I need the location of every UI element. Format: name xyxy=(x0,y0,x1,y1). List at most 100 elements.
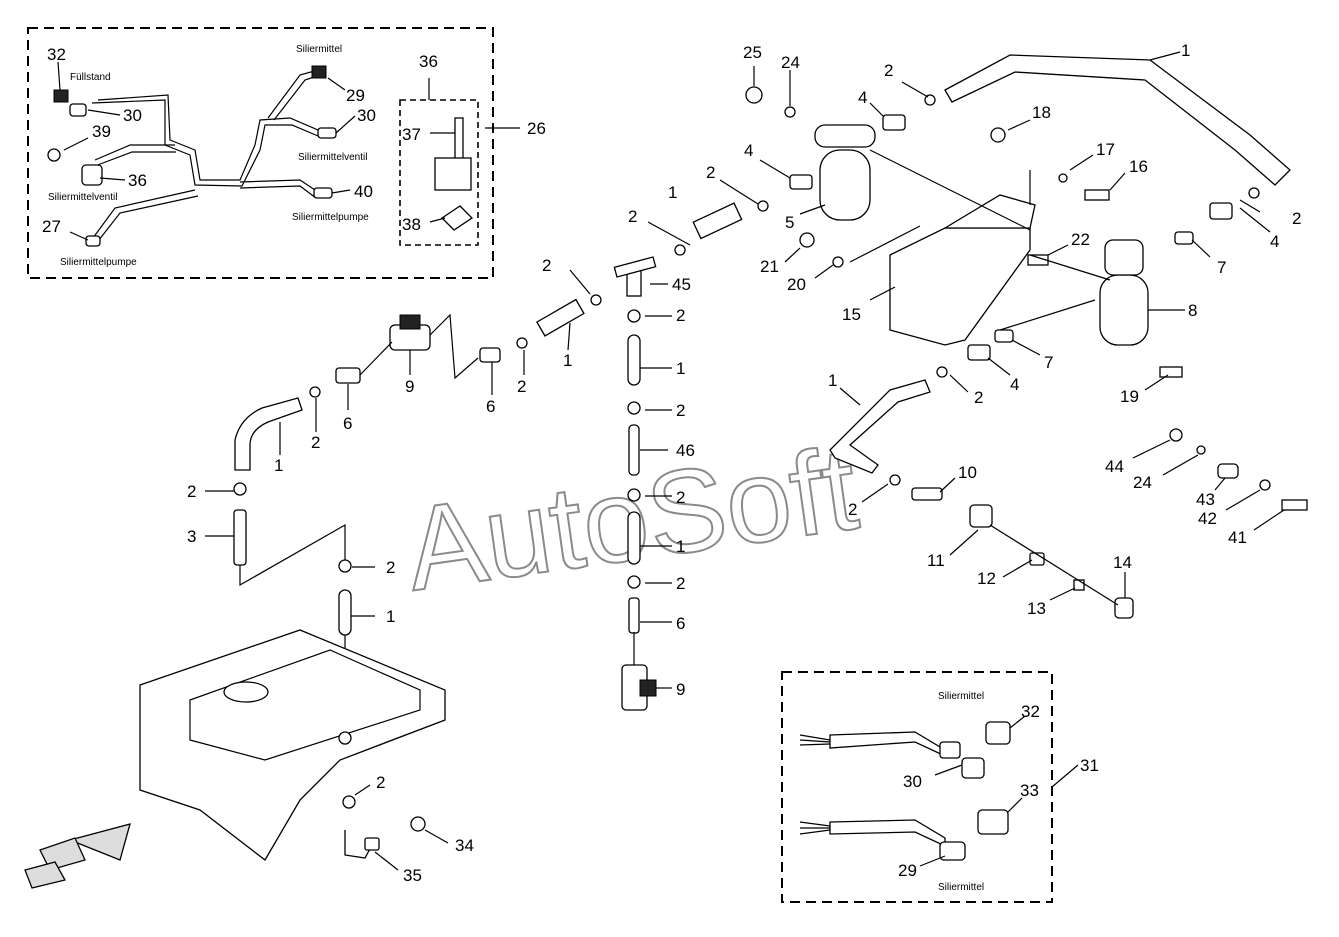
filter-8 xyxy=(1099,274,1149,346)
callout-30: 30 xyxy=(357,106,376,125)
connector-32 xyxy=(53,89,69,103)
callout-4: 4 xyxy=(858,88,867,107)
callout-29: 29 xyxy=(898,861,917,880)
callout-2: 2 xyxy=(884,61,893,80)
connector-33 xyxy=(977,809,1009,835)
callout-36: 36 xyxy=(419,52,438,71)
callout-26: 26 xyxy=(527,119,546,138)
valve-36 xyxy=(81,164,103,186)
callout-29: 29 xyxy=(346,86,365,105)
connector-27 xyxy=(85,235,101,247)
connector-29 xyxy=(311,65,327,79)
wiring-harness-inset: Füllstand Siliermittel Siliermittelventi… xyxy=(27,27,546,279)
callout-2: 2 xyxy=(848,500,857,519)
label-siliermittelventil-left: Siliermittelventil xyxy=(48,192,117,203)
right-fittings: 1 2 10 11 12 13 14 44 24 43 42 41 xyxy=(828,371,1308,619)
callout-46: 46 xyxy=(676,441,695,460)
callout-14: 14 xyxy=(1113,553,1132,572)
callout-44: 44 xyxy=(1105,457,1124,476)
callout-11: 11 xyxy=(927,551,945,570)
callout-15: 15 xyxy=(842,305,861,324)
callout-2: 2 xyxy=(542,256,551,275)
callout-30: 30 xyxy=(123,106,142,125)
callout-9: 9 xyxy=(676,680,685,699)
callout-19: 19 xyxy=(1120,387,1139,406)
callout-16: 16 xyxy=(1129,157,1148,176)
callout-40: 40 xyxy=(354,182,373,201)
callout-2: 2 xyxy=(676,574,685,593)
fitting-46 xyxy=(628,424,640,476)
connector-29b xyxy=(939,841,966,861)
connector-39 xyxy=(47,148,61,162)
callout-4: 4 xyxy=(744,141,753,160)
callout-32: 32 xyxy=(47,45,66,64)
callout-27: 27 xyxy=(42,217,61,236)
callout-2: 2 xyxy=(187,482,196,501)
callout-21: 21 xyxy=(760,257,779,276)
callout-2: 2 xyxy=(628,207,637,226)
callout-35: 35 xyxy=(403,866,422,885)
callout-25: 25 xyxy=(743,43,762,62)
callout-1: 1 xyxy=(668,183,677,202)
callout-36: 36 xyxy=(128,171,147,190)
connector-30b xyxy=(317,127,337,139)
callout-4: 4 xyxy=(1010,375,1019,394)
callout-34: 34 xyxy=(455,836,474,855)
callout-9: 9 xyxy=(405,377,414,396)
connector-40 xyxy=(313,187,333,199)
callout-2: 2 xyxy=(376,773,385,792)
callout-1: 1 xyxy=(676,359,685,378)
callout-42: 42 xyxy=(1198,509,1217,528)
callout-7: 7 xyxy=(1217,258,1226,277)
cable-inset: Siliermittel Siliermittel 32 30 31 33 29 xyxy=(781,671,1099,903)
callout-13: 13 xyxy=(1027,599,1046,618)
callout-39: 39 xyxy=(92,122,111,141)
label-siliermittel-lower: Siliermittel xyxy=(938,882,984,893)
filter-5 xyxy=(819,149,871,221)
callout-24: 24 xyxy=(781,53,800,72)
callout-33: 33 xyxy=(1020,781,1039,800)
callout-22: 22 xyxy=(1071,230,1090,249)
callout-41: 41 xyxy=(1228,528,1247,547)
callout-10: 10 xyxy=(958,463,977,482)
callout-37: 37 xyxy=(402,125,421,144)
callout-45: 45 xyxy=(672,275,691,294)
callout-2: 2 xyxy=(311,433,320,452)
callout-1: 1 xyxy=(1181,41,1190,60)
callout-1: 1 xyxy=(563,351,572,370)
connector-32b xyxy=(985,721,1011,745)
connector-30c xyxy=(961,757,985,779)
callout-8: 8 xyxy=(1188,301,1197,320)
label-siliermittelventil-right: Siliermittelventil xyxy=(298,152,367,163)
callout-17: 17 xyxy=(1096,140,1115,159)
callout-38: 38 xyxy=(402,215,421,234)
label-siliermittel-upper: Siliermittel xyxy=(938,691,984,702)
callout-1: 1 xyxy=(274,456,283,475)
callout-43: 43 xyxy=(1196,490,1215,509)
callout-5: 5 xyxy=(785,213,794,232)
callout-2: 2 xyxy=(386,558,395,577)
callout-32: 32 xyxy=(1021,702,1040,721)
callout-2: 2 xyxy=(676,401,685,420)
connector-30a xyxy=(69,103,87,117)
callout-2: 2 xyxy=(517,377,526,396)
callout-18: 18 xyxy=(1032,103,1051,122)
callout-6: 6 xyxy=(676,614,685,633)
callout-1: 1 xyxy=(676,537,685,556)
callout-2: 2 xyxy=(1292,209,1301,228)
callout-20: 20 xyxy=(787,275,806,294)
tee-11 xyxy=(969,504,993,528)
callout-12: 12 xyxy=(977,569,996,588)
callout-6: 6 xyxy=(343,414,352,433)
hose-line-center: 45 2 2 1 9 6 2 6 1 2 1 2 46 2 1 2 6 9 xyxy=(234,202,743,711)
label-siliermittel-top: Siliermittel xyxy=(296,44,342,55)
callout-2: 2 xyxy=(676,306,685,325)
callout-7: 7 xyxy=(1044,353,1053,372)
tank-assembly: 2 3 2 1 2 34 35 xyxy=(24,482,474,889)
callout-2: 2 xyxy=(974,388,983,407)
callout-6: 6 xyxy=(486,397,495,416)
callout-3: 3 xyxy=(187,527,196,546)
label-siliermittelpumpe-right: Siliermittelpumpe xyxy=(292,212,369,223)
callout-31: 31 xyxy=(1080,756,1099,775)
